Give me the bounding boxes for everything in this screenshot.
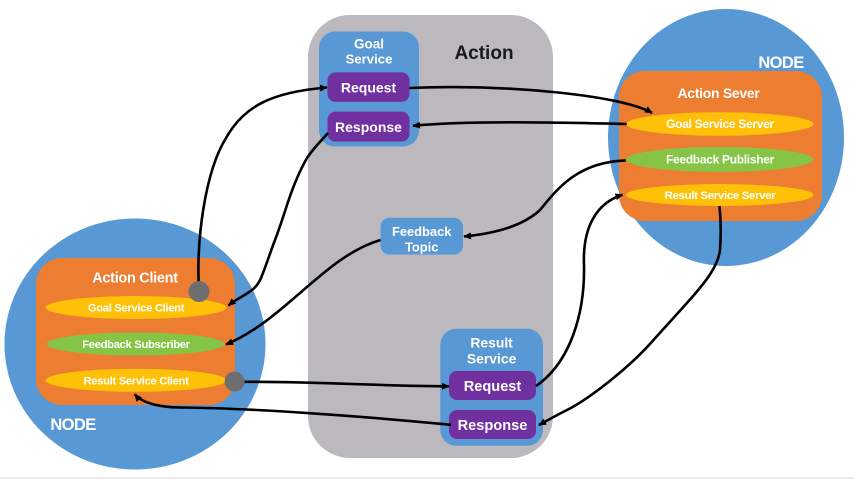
svg-text:Topic: Topic bbox=[405, 240, 438, 255]
svg-text:NODE: NODE bbox=[50, 416, 96, 434]
svg-text:Feedback: Feedback bbox=[392, 224, 452, 239]
svg-text:Feedback Subscriber: Feedback Subscriber bbox=[82, 339, 190, 351]
svg-text:Result Service Client: Result Service Client bbox=[84, 376, 190, 388]
svg-text:Goal: Goal bbox=[354, 37, 384, 52]
svg-text:Response: Response bbox=[458, 418, 528, 434]
svg-text:Service: Service bbox=[346, 52, 393, 67]
svg-text:Result: Result bbox=[470, 335, 513, 351]
svg-text:NODE: NODE bbox=[758, 54, 804, 72]
svg-text:Action Client: Action Client bbox=[92, 271, 178, 287]
svg-text:Action: Action bbox=[454, 43, 513, 64]
svg-text:Request: Request bbox=[464, 379, 522, 395]
svg-text:Goal Service Client: Goal Service Client bbox=[88, 303, 185, 315]
svg-text:Request: Request bbox=[341, 80, 397, 96]
svg-text:Goal Service Server: Goal Service Server bbox=[666, 117, 774, 131]
svg-text:Service: Service bbox=[467, 351, 517, 367]
svg-text:Action Sever: Action Sever bbox=[678, 85, 761, 101]
svg-text:Response: Response bbox=[335, 119, 402, 135]
svg-text:Result Service Server: Result Service Server bbox=[665, 190, 777, 202]
svg-text:Feedback Publisher: Feedback Publisher bbox=[666, 153, 775, 167]
